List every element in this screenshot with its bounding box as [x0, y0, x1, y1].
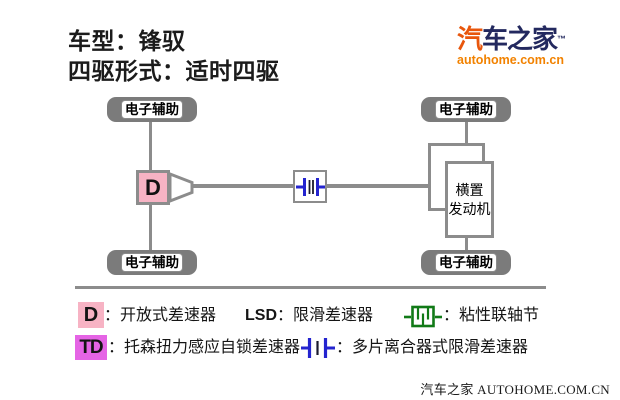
legend-lsd-entry: LSD：限滑差速器 [245, 302, 373, 329]
transverse-engine-box: 横置 发动机 [445, 161, 494, 238]
tire-front-right: 电子辅助 [421, 97, 511, 122]
differential-cone-icon [168, 172, 194, 203]
autohome-logo: 汽车之家™ autohome.com.cn [457, 26, 607, 68]
footer-watermark: 汽车之家 AUTOHOME.COM.CN [420, 382, 610, 397]
tire-rear-left: 电子辅助 [107, 250, 197, 275]
page-title: 车型：锋驭 四驱形式：适时四驱 [68, 26, 280, 86]
vehicle-model-line: 车型：锋驭 [68, 28, 186, 54]
multiplate-clutch-box [293, 170, 327, 203]
electronic-assist-label: 电子辅助 [435, 100, 497, 119]
autohome-logo-url: autohome.com.cn [457, 53, 564, 67]
autohome-logo-wordmark: 汽车之家™ [457, 26, 607, 53]
legend-lsd-label: ：限滑差速器 [277, 307, 374, 324]
logo-chars-rest: 车之家 [482, 24, 558, 54]
legend-divider-line [75, 286, 546, 289]
legend-clutch-label: ：多片离合器式限滑差速器 [336, 339, 529, 356]
engine-label-line2: 发动机 [448, 200, 491, 217]
electronic-assist-label: 电子辅助 [121, 253, 183, 272]
multiplate-clutch-legend-icon [301, 338, 335, 358]
engine-label-line1: 横置 [455, 182, 484, 198]
viscous-coupling-icon [404, 305, 442, 328]
trademark-symbol: ™ [557, 34, 566, 44]
legend-viscous-label: ：粘性联轴节 [443, 307, 540, 324]
multiplate-clutch-icon [295, 177, 325, 196]
legend-open-diff-label: ：开放式差速器 [104, 307, 217, 324]
tire-rear-right: 电子辅助 [421, 250, 511, 275]
open-differential-box: D [136, 170, 170, 205]
tire-front-left: 电子辅助 [107, 97, 197, 122]
legend-lsd-symbol: LSD [245, 307, 277, 324]
logo-char-first: 汽 [457, 24, 483, 54]
drivetrain-type-line: 四驱形式：适时四驱 [68, 58, 280, 84]
legend-open-diff-symbol: D [78, 302, 104, 328]
legend-torsen-label: ：托森扭力感应自锁差速器 [108, 339, 301, 356]
electronic-assist-label: 电子辅助 [435, 253, 497, 272]
electronic-assist-label: 电子辅助 [121, 100, 183, 119]
legend-torsen-symbol: TD [75, 335, 107, 360]
